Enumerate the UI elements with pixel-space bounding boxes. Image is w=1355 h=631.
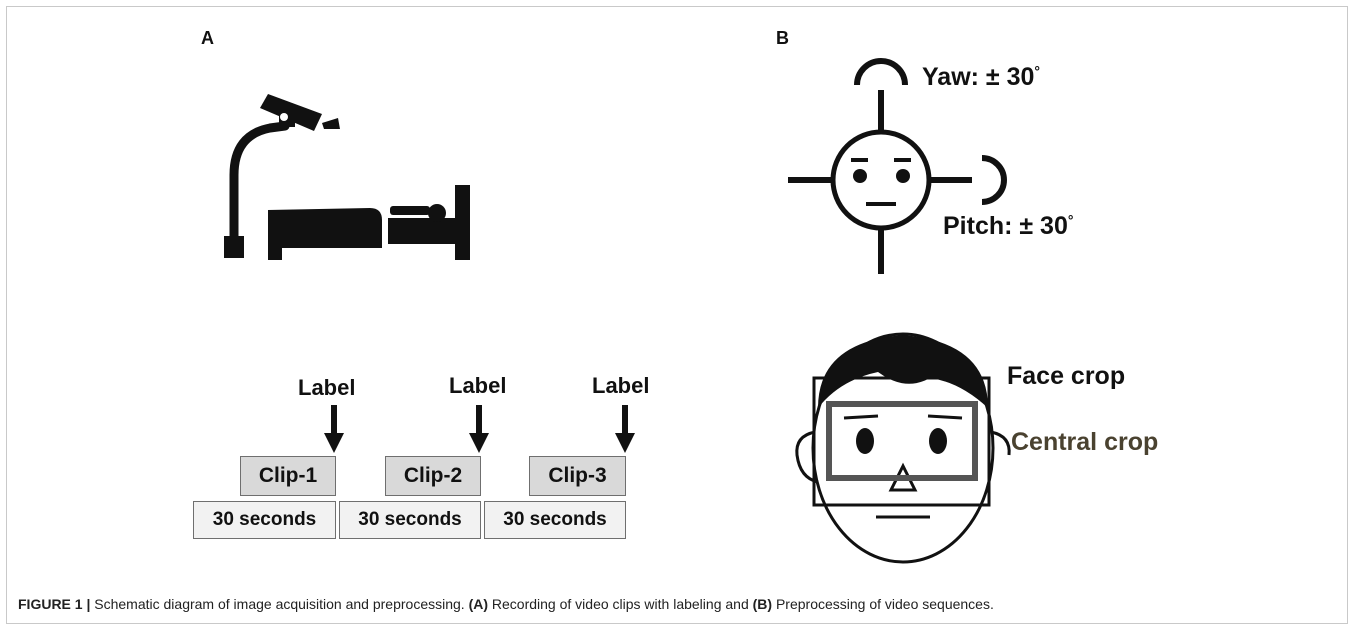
panel-a-letter: A xyxy=(201,28,214,48)
yaw-label: Yaw: ± 30° xyxy=(922,63,1040,92)
figure-frame xyxy=(6,6,1348,624)
label-1: Label xyxy=(298,375,356,400)
surveillance-camera-icon xyxy=(224,94,340,258)
caption-figure-label: FIGURE 1 | xyxy=(18,596,91,612)
caption-text-3: Preprocessing of video sequences. xyxy=(775,596,994,612)
label-3: Label xyxy=(592,373,650,398)
yaw-label-text: Yaw: ± 30 xyxy=(922,63,1035,91)
caption-text-2: Recording of video clips with labeling a… xyxy=(491,596,749,612)
pitch-label: Pitch: ± 30° xyxy=(943,212,1073,241)
pitch-degree-symbol: ° xyxy=(1067,212,1074,228)
pitch-label-text: Pitch: ± 30 xyxy=(943,212,1068,240)
caption-ref-a: (A) xyxy=(468,596,489,612)
panel-b-letter: B xyxy=(776,28,789,48)
yaw-degree-symbol: ° xyxy=(1034,63,1040,79)
caption-text-1: Schematic diagram of image acquisition a… xyxy=(94,596,465,612)
face-crop-label: Face crop xyxy=(1007,362,1126,390)
duration-3-box: 30 seconds xyxy=(484,501,626,539)
caption-ref-b: (B) xyxy=(752,596,773,612)
label-arrows xyxy=(324,405,635,453)
bed-with-person-icon xyxy=(268,185,470,260)
central-crop-label: Central crop xyxy=(1011,428,1159,456)
face-crop-head-icon xyxy=(795,332,1011,564)
duration-2-box: 30 seconds xyxy=(339,501,481,539)
figure-caption: FIGURE 1 | Schematic diagram of image ac… xyxy=(18,596,994,612)
duration-1-box: 30 seconds xyxy=(193,501,336,539)
clip-3-box: Clip-3 xyxy=(529,456,626,496)
label-2: Label xyxy=(449,373,507,398)
clip-1-box: Clip-1 xyxy=(240,456,336,496)
clip-2-box: Clip-2 xyxy=(385,456,481,496)
head-pose-face-icon xyxy=(788,58,1007,274)
